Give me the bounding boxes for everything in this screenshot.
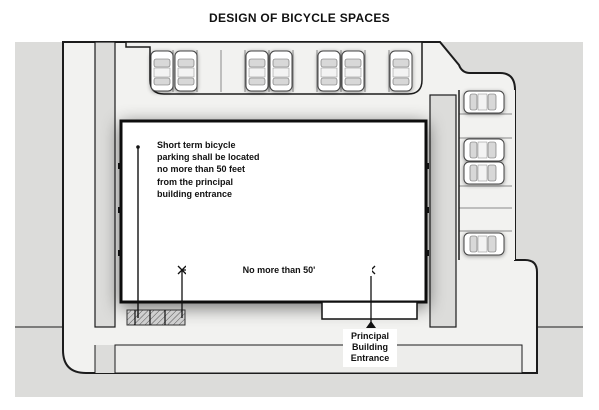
entrance-label: Principal Building Entrance [343,329,397,367]
bicycle-rack-icon [126,309,186,326]
entrance-canopy [321,301,418,320]
arrow-up-icon [366,321,376,328]
diagram-title: DESIGN OF BICYCLE SPACES [208,11,390,25]
distance-label: No more than 50' [186,265,372,276]
bike-parking-note: Short term bicycle parking shall be loca… [157,140,260,199]
